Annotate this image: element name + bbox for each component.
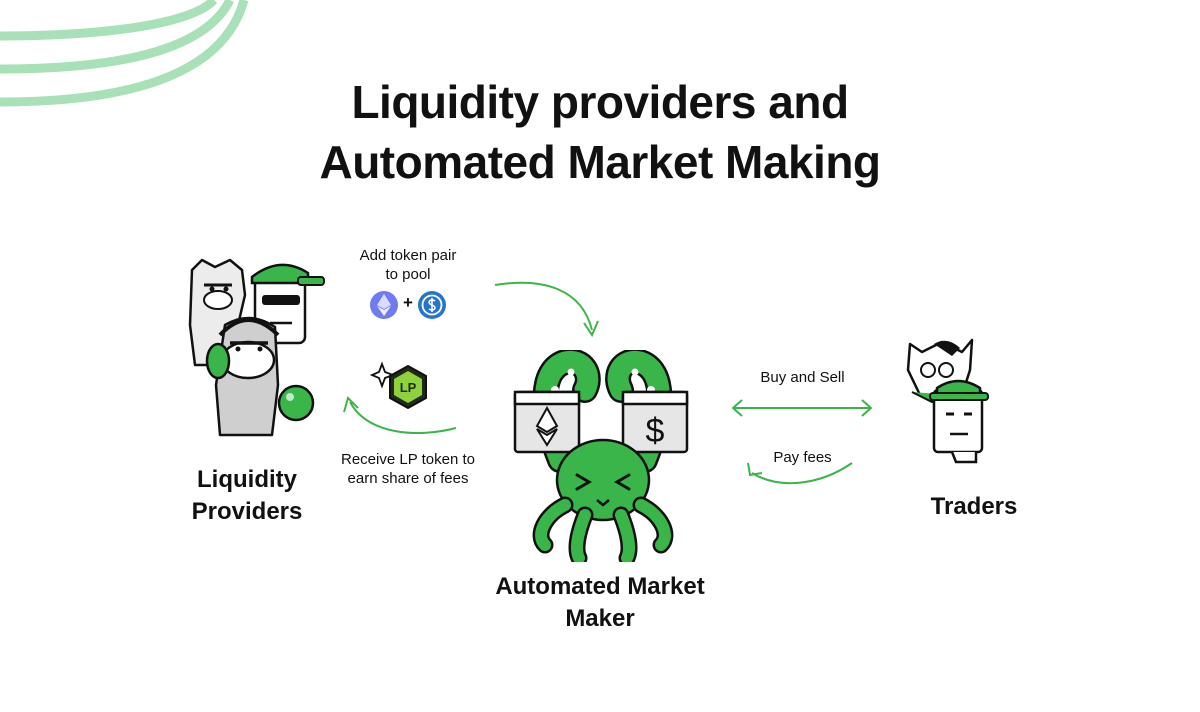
plus-sign: +	[403, 293, 413, 312]
liquidity-providers-line-2: Providers	[191, 498, 303, 525]
usdc-icon	[418, 291, 446, 319]
liquidity-providers-label: Liquidity Providers	[180, 464, 314, 528]
dollar-sign-icon: $	[646, 412, 665, 450]
add-token-pair-line-2: to pool	[385, 266, 431, 283]
decorative-arcs	[0, 0, 249, 107]
amm-octopus-illustration: $	[513, 350, 689, 562]
receive-lp-arrow	[343, 396, 457, 435]
add-token-pair-line-1: Add token pair	[359, 247, 457, 264]
sparkle-icon	[370, 361, 396, 389]
add-token-pair-label: Add token pair to pool	[343, 246, 473, 284]
title-line-2: Automated Market Making	[319, 136, 881, 188]
title-line-1: Liquidity providers and	[351, 76, 849, 128]
pay-fees-arrow	[747, 462, 853, 485]
traders-illustration	[906, 338, 989, 464]
liquidity-providers-illustration	[188, 258, 325, 437]
amm-line-1: Automated Market	[495, 573, 705, 600]
liquidity-providers-line-1: Liquidity	[197, 466, 297, 493]
receive-lp-line-1: Receive LP token to	[341, 451, 475, 468]
lp-token-icon: LP	[370, 361, 427, 410]
pay-fees-label: Pay fees	[773, 449, 832, 466]
amm-label: Automated Market Maker	[470, 571, 730, 635]
amm-line-2: Maker	[565, 605, 635, 632]
diagram-title: Liquidity providers and Automated Market…	[0, 72, 1200, 192]
lp-badge-text: LP	[400, 380, 417, 395]
receive-lp-line-2: earn share of fees	[347, 470, 469, 487]
traders-label: Traders	[930, 493, 1018, 520]
buy-sell-arrow	[731, 399, 873, 417]
receive-lp-label: Receive LP token to earn share of fees	[333, 450, 483, 488]
ethereum-icon	[370, 291, 398, 319]
add-pair-arrow	[494, 281, 599, 338]
buy-and-sell-label: Buy and Sell	[760, 369, 845, 386]
